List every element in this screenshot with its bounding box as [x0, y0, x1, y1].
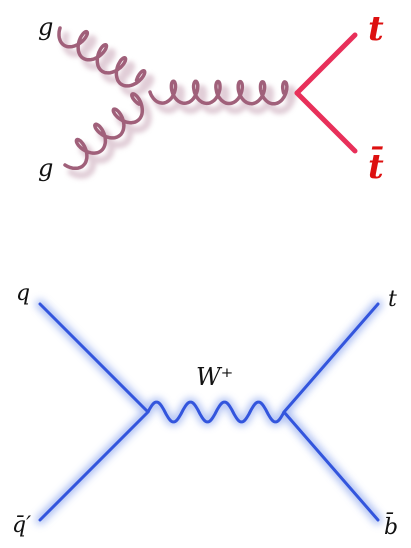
label-gluon-bottom: g [38, 154, 53, 182]
diagram-w-annihilation: q q̄′ W⁺ t b̄ [12, 281, 398, 540]
gluon-incoming-bottom [63, 92, 145, 171]
diagram-gluon-fusion: g g t t̄ [38, 9, 384, 187]
gluon-propagator [148, 79, 289, 106]
label-w-boson: W⁺ [196, 363, 233, 391]
label-antiquark: q̄′ [12, 513, 31, 538]
label-gluon-top: g [38, 13, 53, 41]
gluon-incoming-top [57, 26, 147, 88]
label-top-quark: t [368, 9, 384, 49]
quark-glow-layer [35, 299, 383, 525]
label-top-quark-2: t [388, 287, 397, 312]
label-quark: q [16, 281, 30, 306]
quark-line-icon [38, 302, 380, 522]
label-antitop-quark: t̄ [368, 146, 384, 187]
w-boson-propagator-icon [146, 400, 286, 424]
gluon-propagator-icon [57, 26, 289, 171]
label-antibottom-quark: b̄ [384, 512, 398, 540]
top-quark-line-icon [294, 32, 358, 154]
